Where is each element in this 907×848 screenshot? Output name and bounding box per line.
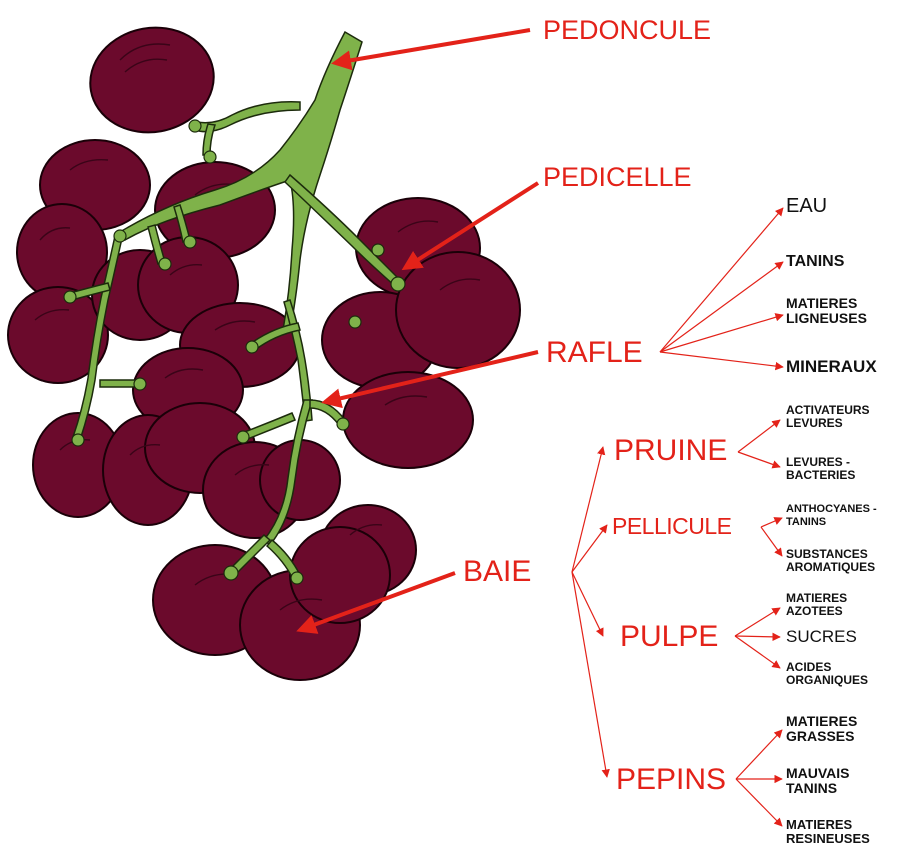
label-rafle: RAFLE bbox=[546, 338, 643, 368]
item-eau: EAU bbox=[786, 196, 827, 216]
item-mauvais-tanins: MAUVAIS TANINS bbox=[786, 766, 850, 796]
item-substances-line2: AROMATIQUES bbox=[786, 561, 875, 574]
label-pedicelle: PEDICELLE bbox=[543, 164, 692, 191]
item-matieres-azotees: MATIERES AZOTEES bbox=[786, 592, 847, 618]
label-pedoncule: PEDONCULE bbox=[543, 17, 711, 44]
item-acides-organiques: ACIDES ORGANIQUES bbox=[786, 661, 868, 687]
item-grasses-line2: GRASSES bbox=[786, 729, 857, 744]
label-pruine: PRUINE bbox=[614, 436, 727, 466]
label-pellicule: PELLICULE bbox=[612, 515, 732, 538]
item-matieres-grasses: MATIERES GRASSES bbox=[786, 714, 857, 744]
item-azotees-line2: AZOTEES bbox=[786, 605, 847, 618]
item-activateurs-levures: ACTIVATEURS LEVURES bbox=[786, 404, 870, 430]
item-resineuses-line1: MATIERES bbox=[786, 818, 870, 832]
label-pulpe: PULPE bbox=[620, 622, 718, 652]
item-tanins: TANINS bbox=[786, 254, 844, 270]
item-grasses-line1: MATIERES bbox=[786, 714, 857, 729]
item-levures-bacteries: LEVURES - BACTERIES bbox=[786, 456, 855, 482]
item-activateurs-line2: LEVURES bbox=[786, 417, 870, 430]
item-matieres-ligneuses: MATIERES LIGNEUSES bbox=[786, 296, 867, 326]
item-resineuses-line2: RESINEUSES bbox=[786, 832, 870, 846]
item-anthocyanes-line2: TANINS bbox=[786, 516, 877, 529]
item-matieres-resineuses: MATIERES RESINEUSES bbox=[786, 818, 870, 846]
item-matieres-ligneuses-line2: LIGNEUSES bbox=[786, 311, 867, 326]
item-substances-aromatiques: SUBSTANCES AROMATIQUES bbox=[786, 548, 875, 574]
item-matieres-ligneuses-line1: MATIERES bbox=[786, 296, 867, 311]
item-mauvais-line1: MAUVAIS bbox=[786, 766, 850, 781]
item-levures-line2: BACTERIES bbox=[786, 469, 855, 482]
item-anthocyanes-tanins: ANTHOCYANES - TANINS bbox=[786, 503, 877, 529]
label-baie: BAIE bbox=[463, 557, 531, 587]
grape-berries bbox=[8, 18, 520, 680]
item-mineraux: MINERAUX bbox=[786, 358, 877, 375]
item-sucres: SUCRES bbox=[786, 628, 857, 645]
item-mauvais-line2: TANINS bbox=[786, 781, 850, 796]
item-anthocyanes-line1: ANTHOCYANES - bbox=[786, 503, 877, 516]
label-pepins: PEPINS bbox=[616, 765, 726, 795]
item-acides-line2: ORGANIQUES bbox=[786, 674, 868, 687]
